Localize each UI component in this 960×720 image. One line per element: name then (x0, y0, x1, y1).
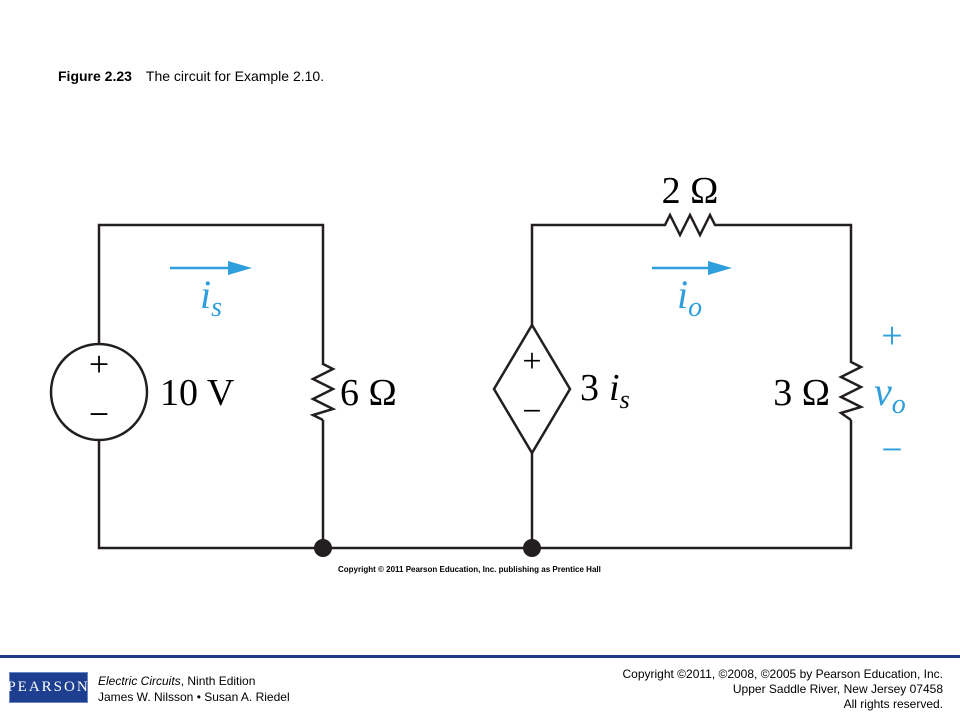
dep-is-sub: s (620, 385, 630, 414)
dep-is: i (609, 367, 620, 409)
io-label: io (677, 272, 702, 323)
voltage-source: + − (49, 342, 149, 442)
io-sub: o (688, 292, 702, 323)
node-left (314, 539, 332, 557)
footer-copyright: Copyright ©2011, ©2008, ©2005 by Pearson… (622, 667, 943, 712)
dependent-source: + − (492, 322, 572, 456)
resistor-6ohm (309, 360, 337, 422)
image-copyright: Copyright © 2011 Pearson Education, Inc.… (338, 565, 601, 574)
resistor-2ohm (660, 212, 722, 238)
book-info: Electric Circuits, Ninth Edition James W… (98, 673, 290, 705)
resistor-3ohm (838, 358, 865, 422)
wire-right-top-left (530, 223, 660, 325)
vo-label: vo (874, 369, 906, 420)
vo-main: v (874, 369, 892, 414)
r2-label: 2 Ω (662, 170, 719, 212)
figure-title: The circuit for Example 2.10. (145, 68, 325, 84)
wires (97, 223, 853, 550)
wire-left-bottom (97, 440, 323, 550)
is-main: i (200, 272, 211, 317)
wire-left-loop (97, 223, 325, 360)
r3-label: 3 Ω (773, 372, 830, 414)
wire-right-bottom (530, 420, 853, 550)
copyright-line-1: Copyright ©2011, ©2008, ©2005 by Pearson… (622, 667, 943, 681)
vo-minus: − (881, 429, 902, 471)
dep-plus: + (522, 343, 541, 380)
is-label: is (200, 272, 222, 323)
book-title: Electric Circuits (98, 674, 181, 688)
vo-sub: o (892, 389, 906, 420)
io-main: i (677, 272, 688, 317)
figure-number: Figure 2.23 (58, 68, 132, 84)
copyright-line-2: Upper Saddle River, New Jersey 07458 (732, 682, 943, 696)
figure-caption: Figure 2.23 The circuit for Example 2.10. (58, 68, 324, 84)
source-minus: − (89, 394, 109, 434)
book-edition: , Ninth Edition (180, 674, 256, 688)
is-sub: s (211, 292, 222, 323)
book-authors: James W. Nilsson • Susan A. Riedel (98, 690, 290, 704)
arrow-io (652, 261, 732, 275)
dep-minus: − (522, 393, 541, 430)
r6-label: 6 Ω (340, 372, 397, 414)
copyright-line-3: All rights reserved. (843, 697, 943, 711)
source-value-label: 10 V (160, 372, 235, 414)
node-right (523, 539, 541, 557)
dep-gain: 3 (580, 367, 599, 409)
footer-rule (0, 655, 960, 658)
arrow-is (170, 261, 252, 275)
source-plus: + (89, 344, 109, 384)
pearson-logo: PEARSON (7, 672, 88, 703)
wire-right-top-right (722, 223, 853, 358)
vo-plus: + (881, 315, 902, 357)
